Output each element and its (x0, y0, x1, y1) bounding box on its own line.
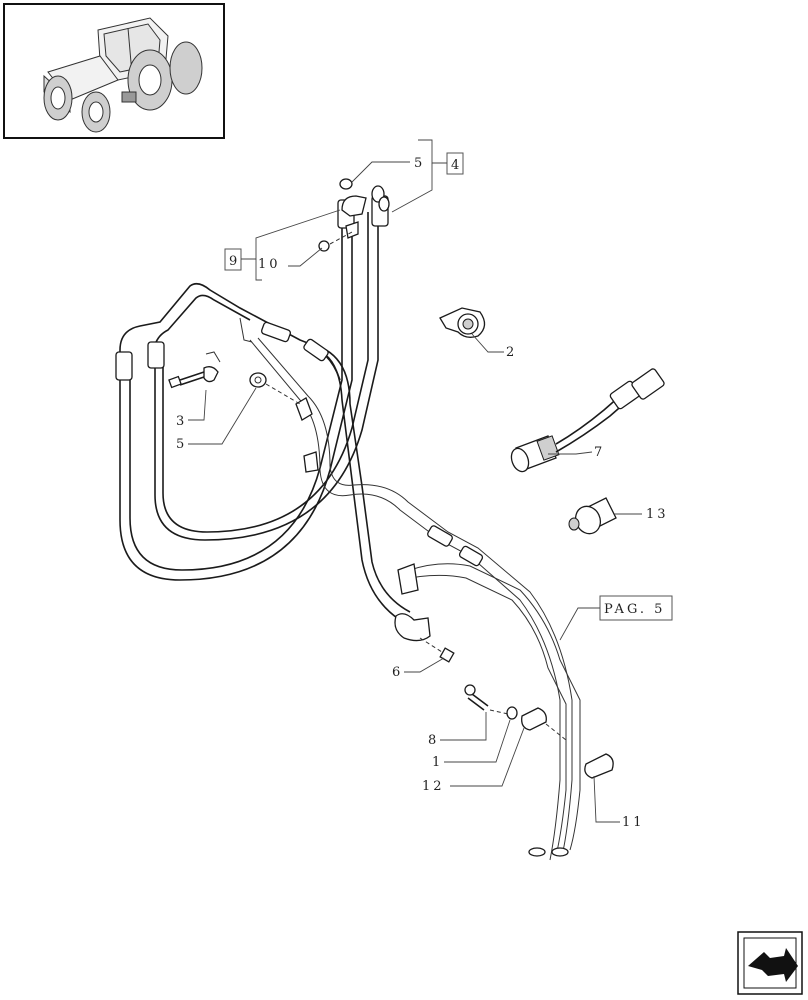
clamp-2 (439, 307, 486, 338)
callout-2: 2 (506, 345, 517, 360)
callout-10: 10 (258, 257, 281, 272)
callout-11: 11 (622, 815, 645, 830)
bolt-8 (464, 684, 509, 715)
clip-11 (584, 753, 614, 779)
bolt-3 (168, 366, 219, 389)
callout-12: 12 (422, 779, 445, 794)
hose-assembly (115, 185, 581, 861)
callout-1: 1 (432, 755, 443, 770)
callout-8: 8 (428, 733, 439, 748)
sensor-13 (568, 497, 617, 535)
callout-box-pag5 (599, 595, 673, 621)
next-page-arrow-icon[interactable] (737, 931, 803, 995)
callout-4: 4 (451, 158, 462, 173)
o-rings (318, 178, 353, 252)
callout-5-top: 5 (414, 156, 425, 171)
callout-13: 13 (646, 507, 669, 522)
callouts: 4 5 9 10 2 3 5 7 13 PAG. 5 6 (176, 139, 673, 830)
callout-pag5: PAG. 5 (604, 602, 665, 617)
clip-12 (521, 707, 567, 741)
washer-5 (249, 372, 301, 405)
tractor-icon (43, 17, 203, 133)
callout-3: 3 (176, 414, 187, 429)
callout-7: 7 (594, 445, 605, 460)
callout-5-lower: 5 (176, 437, 187, 452)
callout-9: 9 (229, 254, 240, 269)
tractor-thumbnail (3, 3, 225, 139)
callout-box-9 (224, 248, 242, 271)
washer-1 (506, 706, 518, 720)
callout-box-4 (446, 152, 464, 175)
sensor-7 (510, 368, 665, 473)
callout-6: 6 (392, 665, 403, 680)
bolt-6 (419, 637, 455, 663)
